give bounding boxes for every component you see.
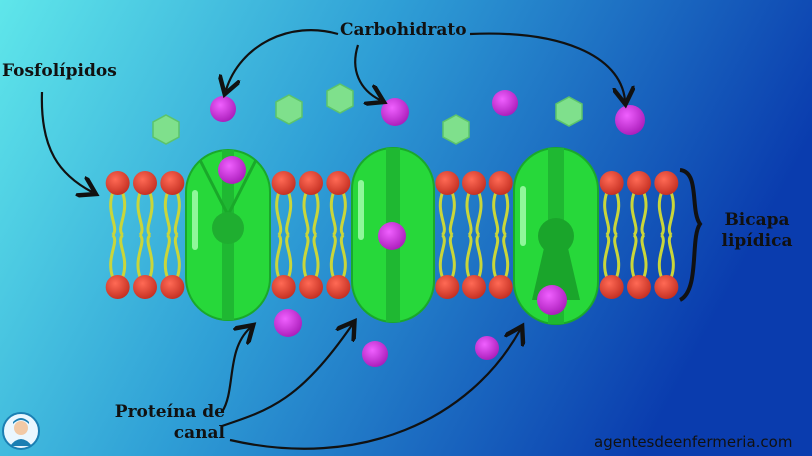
lipid-bilayer-label-line1: Bicapa	[724, 210, 790, 230]
phospholipid-head	[326, 275, 351, 299]
phospholipid-head	[488, 171, 513, 195]
watermark-url: agentesdeenfermeria.com	[594, 433, 793, 451]
phospholipid-head	[488, 275, 513, 299]
lipid-bilayer-label-line2: lipídica	[721, 231, 793, 252]
annotation-arrows	[40, 29, 625, 450]
nurse-avatar-icon	[2, 412, 40, 450]
channel-protein-label: Proteína de canal	[100, 402, 225, 445]
lipid-tail	[630, 192, 648, 278]
phospholipid-head	[627, 171, 651, 195]
phospholipid-head	[133, 171, 157, 195]
phospholipid-head	[462, 275, 486, 299]
bilayer-brace	[678, 168, 703, 302]
lipid-tail	[657, 192, 675, 278]
phospholipid-head	[299, 275, 323, 299]
lipid-bilayer	[105, 171, 679, 299]
lipid-tail	[302, 192, 320, 278]
phospholipid-head	[599, 171, 624, 195]
phospholipid-head	[299, 171, 323, 195]
lipid-bilayer-label: Bicapa lipídica	[712, 210, 802, 253]
phospholipid-head	[105, 275, 130, 299]
lipid-tail	[163, 192, 181, 278]
lipid-tail	[465, 192, 483, 278]
protein-channel-1	[185, 149, 271, 321]
phospholipid-head	[133, 275, 157, 299]
phospholipid-head	[435, 171, 460, 195]
lipid-tail	[136, 192, 154, 278]
lipid-tail	[603, 192, 621, 278]
lipid-tail	[109, 192, 127, 278]
protein-channel-3	[513, 147, 599, 325]
transported-molecules	[210, 90, 645, 367]
phospholipid-head	[160, 171, 185, 195]
channel-protein-label-line2: canal	[173, 423, 225, 444]
carbohydrate-label: Carbohidrato	[340, 20, 467, 40]
phospholipid-head	[160, 275, 185, 299]
phospholipid-head	[326, 171, 351, 195]
phospholipid-head	[271, 171, 296, 195]
phospholipid-head	[654, 171, 679, 195]
phospholipid-head	[105, 171, 130, 195]
lipid-tail	[275, 192, 293, 278]
phospholipid-head	[271, 275, 296, 299]
phospholipid-head	[627, 275, 651, 299]
lipid-tail	[492, 192, 510, 278]
phospholipid-head	[435, 275, 460, 299]
lipid-tail	[438, 192, 456, 278]
phospholipid-head	[462, 171, 486, 195]
phospholipids-label: Fosfolípidos	[2, 61, 117, 81]
channel-protein-label-line1: Proteína de	[114, 402, 225, 422]
carbohydrate-molecules	[152, 83, 583, 145]
phospholipid-head	[599, 275, 624, 299]
phospholipid-head	[654, 275, 679, 299]
lipid-tail	[329, 192, 347, 278]
